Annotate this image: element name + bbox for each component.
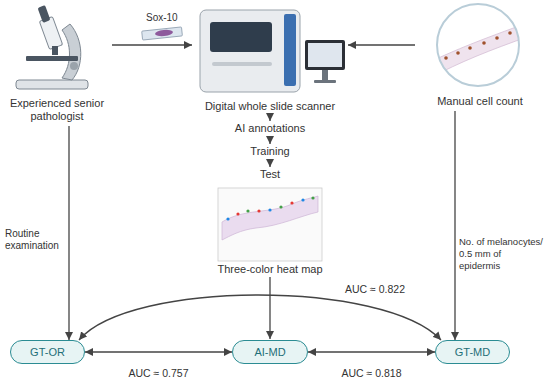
cell-dot [482, 41, 486, 45]
cell-dot [456, 51, 460, 55]
node-caption: Manual cell count [415, 95, 545, 108]
cell-dot [508, 31, 512, 35]
scanner-panel [284, 14, 296, 86]
scanner-slot [212, 62, 272, 66]
arrow-connector [68, 126, 69, 340]
heat-map-node: TestThree-color heat map [210, 168, 330, 276]
heat-dot [257, 209, 260, 212]
microscope [16, 5, 88, 89]
pathologist-node: Experienced senior pathologist [2, 0, 112, 123]
arrow-connector [348, 44, 415, 45]
scanner-body [200, 10, 300, 92]
microscope-arm [62, 24, 81, 80]
monitor-screen [308, 43, 342, 67]
result-pill: GT-OR [10, 340, 85, 364]
cell-dot [444, 56, 448, 60]
microscope-eyepiece [38, 5, 51, 23]
monitor-stand [322, 70, 328, 80]
lens-rim [437, 4, 519, 86]
heat-map-tissue [222, 196, 318, 240]
cell-dot [468, 46, 472, 50]
edge-label: No. of melanocytes/ 0.5 mm of epidermis [457, 236, 547, 272]
pill-text: GT-MD [455, 346, 490, 359]
microscope-stage [26, 56, 78, 61]
heat-map-frame [218, 188, 322, 261]
microscope-base [16, 80, 88, 89]
microscope-objective [52, 46, 58, 55]
cell-dot [495, 36, 499, 40]
magnified-tissue [430, 4, 530, 86]
node-caption: Training [215, 145, 325, 158]
arrow-connector [85, 351, 232, 352]
arrow-connector [79, 295, 441, 340]
heat-dot [301, 198, 304, 201]
node-caption: Test [210, 168, 330, 181]
microscope-knob [70, 62, 78, 70]
step-node: Training [215, 145, 325, 158]
cell-count-node: Manual cell count [415, 0, 545, 108]
edge-label: Routine examination [3, 228, 65, 252]
monitor-frame [305, 40, 345, 70]
heat-dot [290, 201, 293, 204]
slide-glass [142, 27, 183, 40]
heat-dot [236, 212, 239, 215]
monitor-base [314, 80, 336, 83]
image-space [210, 181, 330, 263]
edge-label: AUC ≈ 0.818 [339, 367, 403, 379]
pill-text: GT-OR [30, 346, 65, 359]
edge-label: AUC ≈ 0.757 [126, 367, 190, 379]
node-caption: Experienced senior pathologist [2, 97, 112, 123]
glass-slide [142, 27, 183, 40]
slide-scanner [200, 10, 345, 92]
result-pill: GT-MD [435, 340, 510, 364]
pill-text: AI-MD [254, 346, 285, 359]
arrow-connector [269, 159, 270, 167]
heat-dot [311, 196, 314, 199]
heat-dot [279, 205, 282, 208]
heat-map [218, 188, 322, 261]
node-caption: Digital whole slide scanner [192, 100, 348, 113]
heat-dot [268, 208, 271, 211]
arrow-connector [112, 44, 192, 45]
result-pill: AI-MD [232, 340, 308, 364]
heat-dot [226, 217, 229, 220]
arrow-connector [308, 351, 435, 352]
node-caption: AI annotations [215, 122, 325, 135]
arrow-connector [454, 111, 455, 340]
step-node: AI annotations [215, 122, 325, 135]
slide-tissue [155, 29, 174, 37]
stain-label: Sox-10 [146, 12, 178, 23]
scanner-node: Digital whole slide scanner [192, 0, 348, 113]
scanner-window [210, 22, 272, 52]
heat-dot [246, 209, 249, 212]
arrow-connector [269, 136, 270, 144]
arrow-connector [269, 114, 270, 121]
arrow-connector [269, 277, 270, 339]
edge-label: AUC ≈ 0.822 [343, 283, 407, 295]
node-caption: Three-color heat map [210, 263, 330, 276]
